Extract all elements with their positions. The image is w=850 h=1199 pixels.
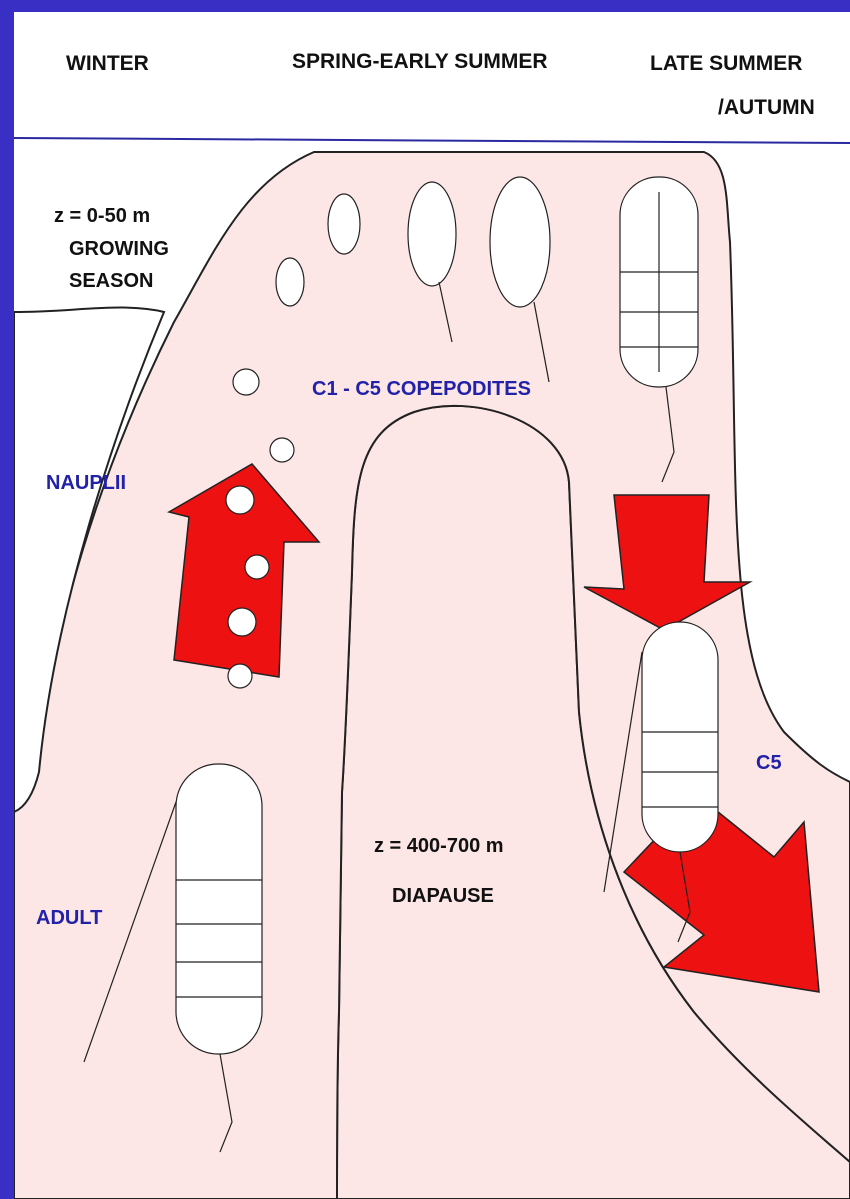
stage-c5-label: C5 xyxy=(756,752,782,775)
header-divider xyxy=(14,138,850,143)
surface-depth-label: z = 0-50 m xyxy=(54,205,150,228)
stage-adult-label: ADULT xyxy=(36,907,102,930)
deep-depth-label: z = 400-700 m xyxy=(374,835,504,858)
header-late-summer: LATE SUMMER xyxy=(650,52,802,76)
surface-growing-label: GROWING xyxy=(69,238,169,261)
surface-season-label: SEASON xyxy=(69,270,153,293)
header-autumn: /AUTUMN xyxy=(718,96,815,120)
header-winter: WINTER xyxy=(66,52,149,76)
stage-copepodites-label: C1 - C5 COPEPODITES xyxy=(312,378,531,401)
deep-diapause-label: DIAPAUSE xyxy=(392,885,494,908)
diagram-canvas: WINTER SPRING-EARLY SUMMER LATE SUMMER /… xyxy=(14,12,850,1199)
stage-nauplii-label: NAUPLII xyxy=(46,472,126,495)
header-spring-early-summer: SPRING-EARLY SUMMER xyxy=(292,50,548,74)
diagram-graphic xyxy=(14,12,850,1199)
